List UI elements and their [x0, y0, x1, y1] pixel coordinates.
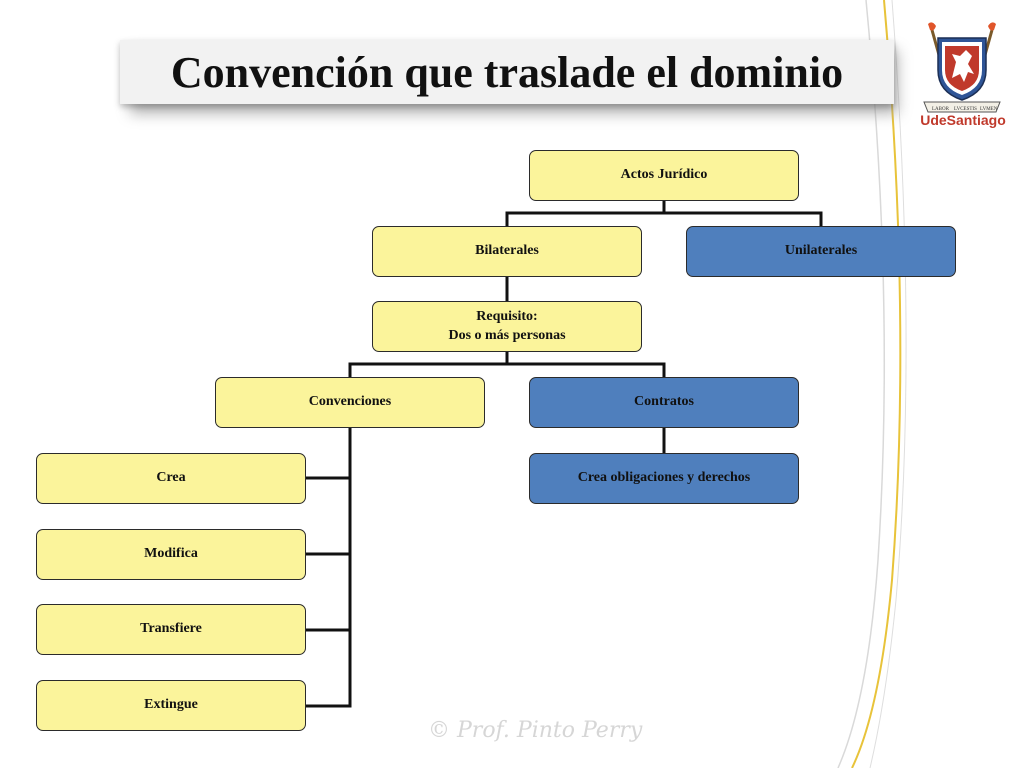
node-requisito: Requisito: Dos o más personas: [372, 301, 642, 352]
logo-wordmark-santiago: Santiago: [946, 112, 1006, 128]
node-actos-juridico: Actos Jurídico: [529, 150, 799, 201]
node-requisito-line1: Requisito:: [476, 309, 538, 325]
node-convenciones: Convenciones: [215, 377, 485, 428]
logo-wordmark: UdeSantiago: [918, 112, 1008, 128]
node-transfiere: Transfiere: [36, 604, 306, 655]
logo-wordmark-ude: Ude: [920, 112, 947, 128]
node-crea-obligaciones: Crea obligaciones y derechos: [529, 453, 799, 504]
node-modifica: Modifica: [36, 529, 306, 580]
logo-motto-left: LABOR: [932, 107, 950, 112]
udesantiago-logo-icon: LABOR LVCESTIS LVMEN: [923, 22, 1001, 113]
node-bilaterales-label: Bilaterales: [475, 243, 539, 259]
node-crea-obligaciones-label: Crea obligaciones y derechos: [577, 470, 751, 486]
title-box: Convención que traslade el dominio: [120, 40, 894, 104]
node-actos-juridico-label: Actos Jurídico: [620, 167, 708, 183]
logo-motto-right: LVMEN: [980, 107, 998, 112]
page-title: Convención que traslade el dominio: [170, 47, 844, 97]
node-contratos-label: Contratos: [634, 394, 694, 410]
node-crea: Crea: [36, 453, 306, 504]
node-unilaterales-label: Unilaterales: [784, 243, 858, 259]
node-extingue: Extingue: [36, 680, 306, 731]
node-crea-label: Crea: [156, 470, 186, 486]
node-transfiere-label: Transfiere: [140, 621, 202, 637]
node-bilaterales: Bilaterales: [372, 226, 642, 277]
node-contratos: Contratos: [529, 377, 799, 428]
logo-motto-center: LVCESTIS: [954, 107, 977, 112]
node-unilaterales: Unilaterales: [686, 226, 956, 277]
node-requisito-line2: Dos o más personas: [448, 327, 566, 343]
node-convenciones-label: Convenciones: [308, 394, 392, 410]
node-extingue-label: Extingue: [144, 697, 198, 713]
copyright-watermark: © Prof. Pinto Perry: [428, 718, 643, 743]
node-modifica-label: Modifica: [144, 546, 198, 562]
